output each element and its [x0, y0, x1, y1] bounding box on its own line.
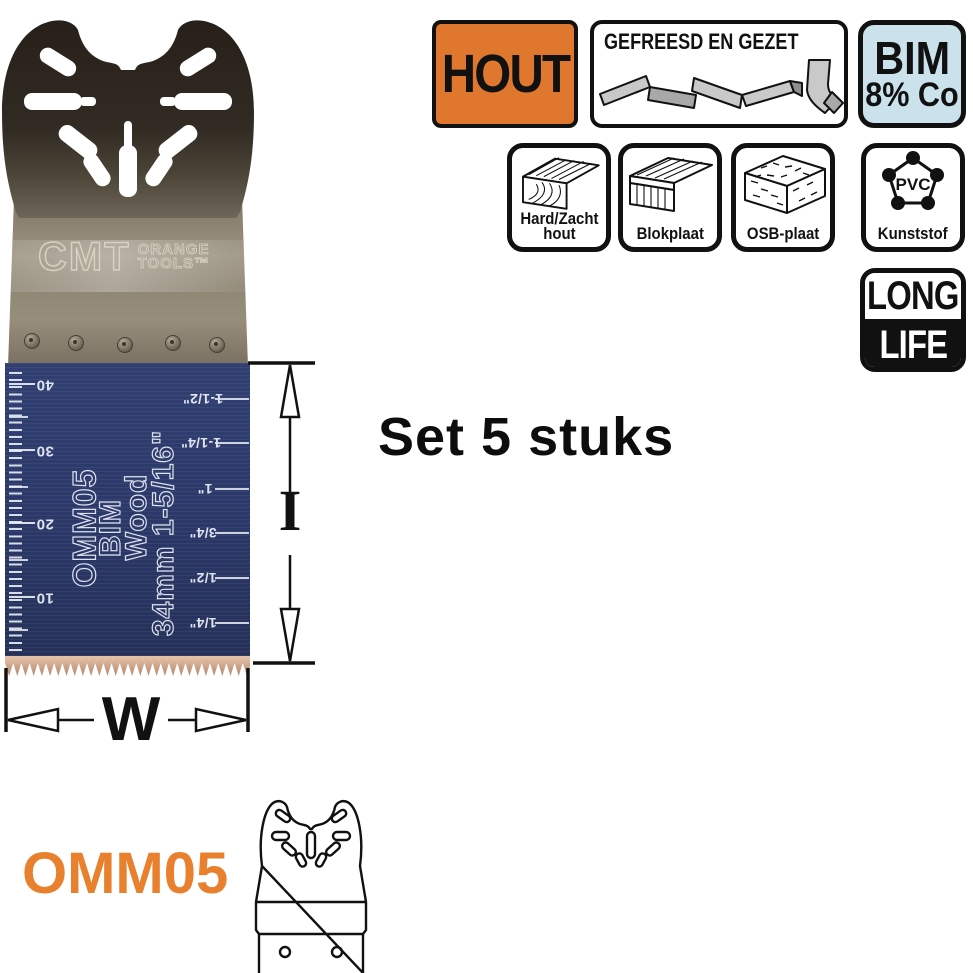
inch-mark: 1" — [197, 481, 213, 497]
bim-label: BIM — [874, 32, 950, 85]
cmt-logo-text: CMT — [37, 235, 131, 279]
pvc-kunststof-icon: PVC Kunststof — [861, 143, 965, 252]
rivet — [68, 335, 84, 351]
blade-size-text: 34mm 1-5/16" — [146, 429, 180, 637]
hout-label: HOUT — [441, 44, 570, 104]
inch-leader-line — [215, 532, 249, 534]
inch-leader-line — [215, 442, 249, 444]
inch-mark: 1/2" — [189, 570, 217, 586]
cmt-logo-subtext: ORANGE TOOLS™ — [137, 241, 211, 273]
blade-body: 40 30 20 10 OMM05 BIM Wood 34mm 1-5/16" … — [5, 363, 250, 658]
ruler-tick — [9, 486, 28, 488]
osb-board-icon — [744, 155, 826, 214]
arrow-down-icon — [279, 607, 301, 662]
ruler-tick — [9, 629, 28, 631]
wood-board-icon — [522, 157, 600, 210]
material-label: Hard/Zacht hout — [519, 208, 599, 244]
inch-leader-line — [215, 622, 249, 624]
blade-teeth — [5, 656, 250, 676]
bim-8co-badge: BIM 8% Co — [858, 20, 966, 128]
ruler-tick-20 — [9, 522, 35, 524]
cmt-logo: CMT ORANGE TOOLS™ — [37, 235, 211, 279]
ruler-ticks — [9, 372, 22, 655]
set-quantity-text: Set 5 stuks — [378, 407, 675, 467]
rivet — [24, 333, 40, 349]
ruler-tick — [9, 416, 28, 418]
pvc-pentagon-icon: PVC — [882, 151, 944, 210]
width-dimension: W — [4, 668, 250, 754]
arrow-up-icon — [279, 364, 301, 419]
blokplaat-icon: Blokplaat — [618, 143, 722, 252]
product-code-text: OMM05 — [22, 841, 229, 906]
long-life-badge: LONG LIFE — [860, 268, 966, 372]
length-label: I — [279, 478, 302, 543]
rivet — [165, 335, 181, 351]
material-label: Blokplaat — [636, 224, 704, 244]
material-label: OSB-plaat — [746, 224, 820, 244]
hout-badge: HOUT — [432, 20, 578, 128]
ruler-tick-30 — [9, 449, 35, 451]
ruler-tick — [9, 559, 28, 561]
metal-shine — [8, 240, 248, 292]
blockboard-icon — [629, 157, 713, 212]
inch-leader-line — [215, 577, 249, 579]
material-label: Kunststof — [878, 224, 948, 244]
gefreesd-en-gezet-badge: GEFREESD EN GEZET — [590, 20, 848, 128]
rivet — [117, 337, 133, 353]
bim-cobalt-label: 8% Co — [865, 75, 959, 114]
ruler-tick-10 — [9, 596, 35, 598]
pvc-label: PVC — [896, 175, 931, 194]
long-life-top: LONG — [865, 273, 961, 319]
inch-leader-line — [215, 488, 249, 490]
gefreesd-label: GEFREESD EN GEZET — [604, 29, 799, 54]
ruler-tick-40 — [9, 383, 35, 385]
osb-plaat-icon: OSB-plaat — [731, 143, 835, 252]
arrow-left-icon — [7, 707, 60, 733]
rivet — [209, 337, 225, 353]
inch-mark: 1/4" — [189, 615, 217, 631]
blade-mounting-head — [2, 20, 254, 218]
blade-outline-drawing — [254, 799, 368, 973]
life-label: LIFE — [879, 323, 948, 367]
long-life-bottom: LIFE — [865, 319, 961, 367]
ruler-number: 10 — [36, 589, 54, 607]
inch-mark: 3/4" — [189, 525, 217, 541]
inch-leader-line — [215, 398, 249, 400]
ruler-number: 20 — [36, 515, 54, 533]
ruler-number: 40 — [36, 376, 54, 394]
hard-zacht-hout-icon: Hard/Zacht hout — [507, 143, 611, 252]
arrow-right-icon — [194, 707, 247, 733]
long-label: LONG — [867, 273, 959, 318]
ruler-number: 30 — [36, 442, 54, 460]
set-teeth-icon — [599, 59, 844, 114]
width-label: W — [102, 685, 161, 754]
length-dimension: I — [248, 361, 315, 665]
